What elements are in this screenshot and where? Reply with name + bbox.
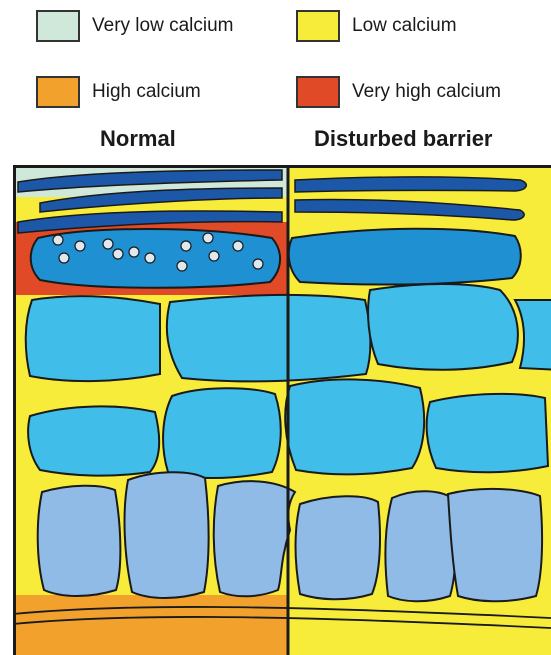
corneum-strand-right-1 [295, 177, 526, 192]
basal-cell [296, 496, 381, 599]
basal-cell [38, 486, 121, 596]
spinous-cell [163, 388, 281, 478]
spinous-cell [167, 295, 370, 382]
high-calcium-basal-layer [13, 595, 288, 655]
spinous-cell [427, 394, 548, 472]
basal-cell [385, 491, 455, 601]
spinous-cell [285, 379, 424, 474]
spinous-cell [368, 284, 518, 370]
basal-cell [125, 472, 209, 598]
spinous-cell [26, 296, 160, 381]
spinous-cell [28, 406, 159, 475]
basal-cell [448, 489, 542, 601]
granular-cell-disturbed [289, 229, 521, 285]
